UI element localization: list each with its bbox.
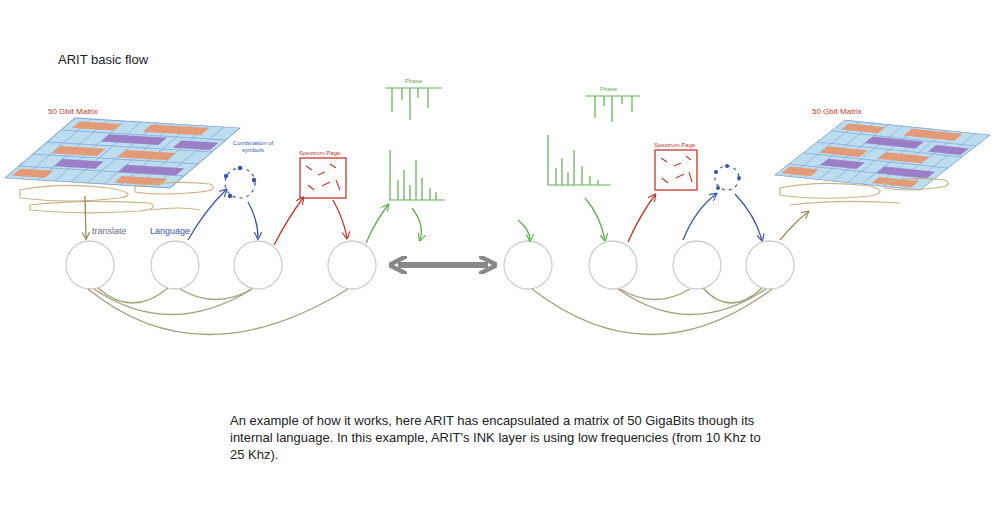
matrix-label: 50 Gbit Matrix	[48, 108, 168, 117]
step-label: Language	[150, 226, 190, 236]
matrix-node: 50 Gbit Matrix	[48, 108, 168, 117]
bit-matrix	[5, 118, 240, 188]
caption: An example of how it works, here ARIT ha…	[230, 412, 770, 463]
spectrum-page-node: Spectrum Page	[654, 142, 698, 149]
symbols-label: Combination of symbols	[228, 140, 278, 154]
matrix-label: 50 Gbit Matrix	[812, 108, 932, 117]
phase-label: Phase	[405, 78, 422, 85]
phase-label: Phase	[600, 86, 617, 93]
spectrum-page-label: Spectrum Page	[654, 142, 698, 149]
spectrum-page-label: Spectrum Page	[299, 150, 347, 157]
diagram-title: ARIT basic flow	[58, 52, 148, 67]
matrix-node: 50 Gbit Matrix	[812, 108, 932, 117]
spectrum-page-node: Spectrum Page	[299, 150, 347, 157]
bit-matrix	[775, 120, 990, 190]
step-label: translate	[92, 226, 127, 236]
